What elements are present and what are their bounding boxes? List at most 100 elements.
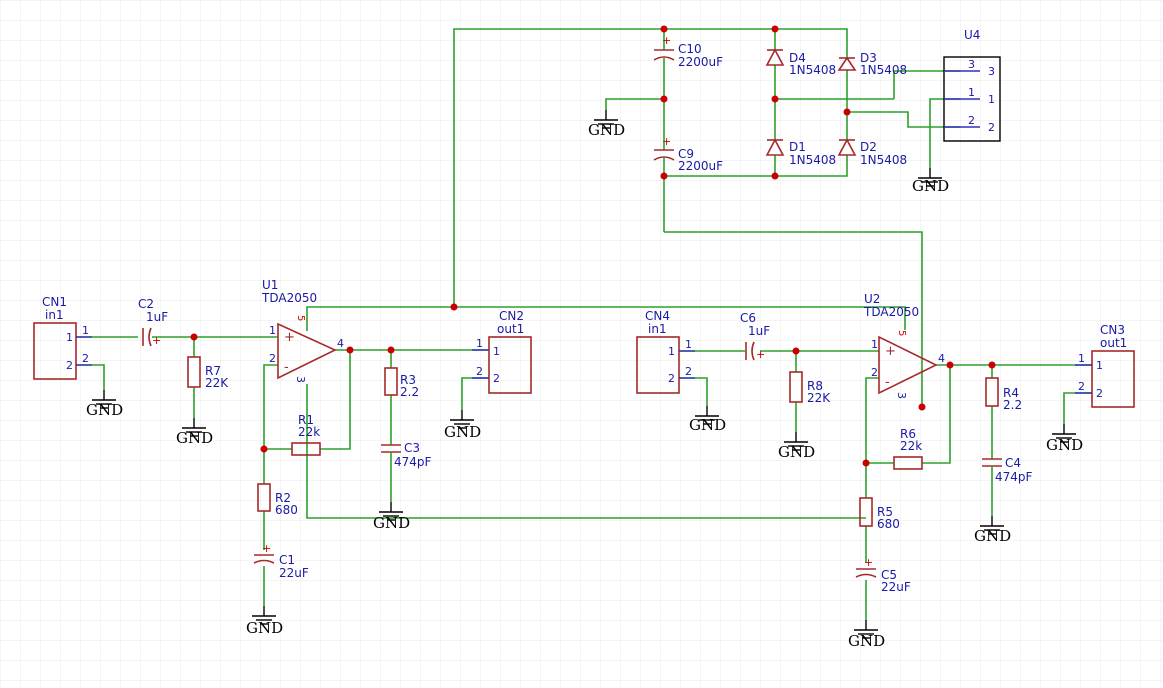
- gnd-label: GND: [176, 429, 213, 447]
- u4-pinnum1: 1: [968, 86, 975, 99]
- c9-ref: C9: [678, 147, 694, 161]
- cn4-pin1: 1: [668, 345, 675, 358]
- resistor-r7[interactable]: R7 22K: [187, 356, 229, 390]
- gnd-label: GND: [588, 121, 625, 139]
- resistor-r2[interactable]: R2 680: [257, 483, 298, 517]
- ground-symbol: GND: [588, 109, 625, 139]
- capacitor-c9[interactable]: + C9 2200uF: [653, 135, 723, 173]
- cn1-pinnum1: 1: [82, 324, 89, 337]
- c6-plus: +: [756, 348, 765, 361]
- capacitor-c1[interactable]: + C1 22uF: [253, 542, 309, 580]
- connector-cn2[interactable]: CN2 out1 1 2 1 2: [472, 309, 532, 394]
- connector-cn4[interactable]: CN4 in1 1 2 1 2: [636, 309, 695, 394]
- capacitor-c4[interactable]: C4 474pF: [982, 456, 1033, 484]
- u2-pin4: 4: [938, 352, 945, 365]
- junctions: [190, 25, 996, 467]
- cn2-pinnum1: 1: [476, 337, 483, 350]
- capacitor-c6[interactable]: + C6 1uF: [740, 311, 770, 361]
- r7-ref: R7: [205, 364, 221, 378]
- d1-value: 1N5408: [789, 153, 836, 167]
- cn3-value: out1: [1100, 336, 1127, 350]
- u1-pin1: 1: [269, 324, 276, 337]
- c5-plus: +: [864, 556, 873, 569]
- r1-value: 22k: [298, 425, 320, 439]
- gnd-label: GND: [246, 619, 283, 637]
- c6-ref: C6: [740, 311, 756, 325]
- d2-value: 1N5408: [860, 153, 907, 167]
- gnd-label: GND: [912, 177, 949, 195]
- c6-value: 1uF: [748, 324, 770, 338]
- gnd-label: GND: [848, 632, 885, 650]
- r8-ref: R8: [807, 379, 823, 393]
- c10-value: 2200uF: [678, 55, 723, 69]
- resistor-r6[interactable]: R6 22k: [893, 427, 923, 470]
- c1-ref: C1: [279, 553, 295, 567]
- r1-ref: R1: [298, 413, 314, 427]
- cn3-pinnum1: 1: [1078, 352, 1085, 365]
- cn1-ref: CN1: [42, 295, 67, 309]
- ground-symbol: GND: [176, 417, 213, 447]
- r7-value: 22K: [205, 376, 229, 390]
- connector-cn1[interactable]: CN1 in1 1 2 1 2: [33, 295, 92, 380]
- opamp-u1[interactable]: U1 TDA2050 + - 1 2 3 4 5: [261, 278, 344, 383]
- u2-pin3: 3: [895, 392, 908, 399]
- cn4-pin2: 2: [668, 372, 675, 385]
- c5-ref: C5: [881, 568, 897, 582]
- c9-value: 2200uF: [678, 159, 723, 173]
- r6-ref: R6: [900, 427, 916, 441]
- capacitor-c2[interactable]: + C2 1uF: [138, 297, 168, 347]
- cn4-pinnum2: 2: [685, 365, 692, 378]
- c3-value: 474pF: [394, 455, 432, 469]
- ground-symbol: GND: [689, 405, 726, 434]
- gnd-label: GND: [974, 527, 1011, 545]
- r2-value: 680: [275, 503, 298, 517]
- u2-pin1: 1: [871, 338, 878, 351]
- c5-value: 22uF: [881, 580, 911, 594]
- connector-u4[interactable]: U4 3 1 2 3 1 2: [943, 28, 1001, 142]
- diode-d2[interactable]: D2 1N5408: [837, 138, 907, 167]
- capacitor-c5[interactable]: + C5 22uF: [855, 556, 911, 594]
- ground-symbol: GND: [848, 619, 885, 650]
- cn2-pin1: 1: [493, 345, 500, 358]
- u1-pin5: 5: [295, 315, 306, 321]
- u1-pin4: 4: [337, 337, 344, 350]
- cn3-pin1: 1: [1096, 359, 1103, 372]
- c2-ref: C2: [138, 297, 154, 311]
- diode-d3[interactable]: D3 1N5408: [837, 51, 907, 77]
- c1-plus: +: [262, 542, 271, 555]
- ground-symbol: GND: [912, 167, 949, 195]
- u1-value: TDA2050: [261, 291, 317, 305]
- cn1-pin1: 1: [66, 331, 73, 344]
- cn3-pin2: 2: [1096, 387, 1103, 400]
- cn4-ref: CN4: [645, 309, 670, 323]
- d4-value: 1N5408: [789, 63, 836, 77]
- r4-value: 2.2: [1003, 398, 1022, 412]
- opamp-u2[interactable]: U2 TDA2050 + - 1 2 3 4 5: [863, 292, 945, 399]
- ground-symbol: GND: [778, 431, 815, 461]
- diode-d4[interactable]: D4 1N5408: [765, 48, 836, 77]
- resistor-r8[interactable]: R8 22K: [789, 371, 831, 405]
- gnd-label: GND: [689, 416, 726, 434]
- u4-pin3: 3: [988, 65, 995, 78]
- resistor-r3[interactable]: R3 2.2: [384, 367, 419, 399]
- u4-pinnum3: 3: [968, 58, 975, 71]
- ground-symbol: GND: [246, 605, 283, 637]
- resistor-r5[interactable]: R5 680: [859, 497, 900, 531]
- u2-minus: -: [885, 375, 890, 390]
- diode-d1[interactable]: D1 1N5408: [765, 138, 836, 167]
- r6-value: 22k: [900, 439, 922, 453]
- r8-value: 22K: [807, 391, 831, 405]
- cn3-pinnum2: 2: [1078, 380, 1085, 393]
- resistor-r1[interactable]: R1 22k: [291, 413, 321, 456]
- cn1-value: in1: [45, 308, 64, 322]
- u4-pin2: 2: [988, 121, 995, 134]
- resistor-r4[interactable]: R4 2.2: [985, 377, 1022, 412]
- capacitor-c3[interactable]: C3 474pF: [381, 441, 432, 469]
- gnd-label: GND: [778, 443, 815, 461]
- capacitor-c10[interactable]: + C10 2200uF: [653, 34, 723, 69]
- gnd-label: GND: [86, 401, 123, 419]
- u2-pin2: 2: [871, 366, 878, 379]
- connector-cn3[interactable]: CN3 out1 1 2 1 2: [1075, 323, 1135, 408]
- ground-symbol: GND: [974, 515, 1011, 545]
